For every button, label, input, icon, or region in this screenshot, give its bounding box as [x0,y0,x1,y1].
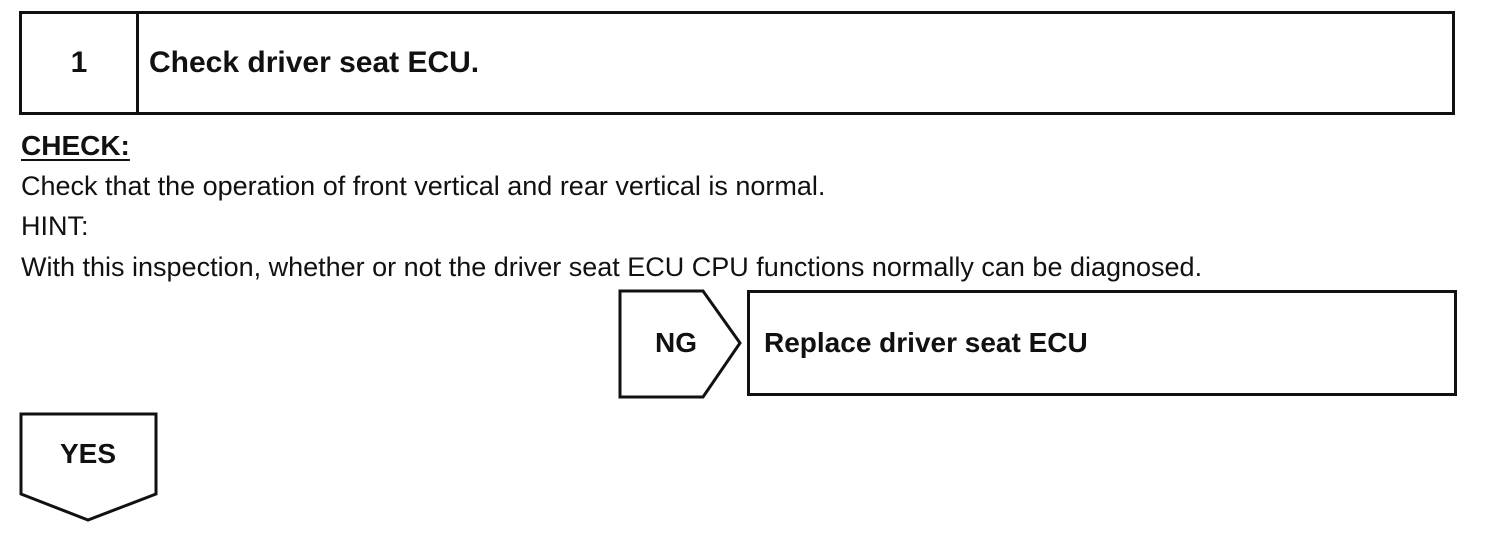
ng-label: NG [655,327,697,358]
yes-arrow-shape [19,412,158,522]
check-heading: CHECK: [21,130,130,161]
step-number: 1 [22,14,139,112]
hint-heading: HINT: [21,211,89,241]
ng-action-text: Replace driver seat ECU [764,327,1088,358]
ng-action-box: Replace driver seat ECU [747,290,1457,396]
step-header: 1 Check driver seat ECU. [19,11,1455,115]
check-instruction: Check that the operation of front vertic… [21,171,826,201]
step-title: Check driver seat ECU. [149,46,480,79]
ng-arrow-shape [618,289,742,399]
hint-text: With this inspection, whether or not the… [21,252,1203,282]
yes-label: YES [59,438,117,469]
